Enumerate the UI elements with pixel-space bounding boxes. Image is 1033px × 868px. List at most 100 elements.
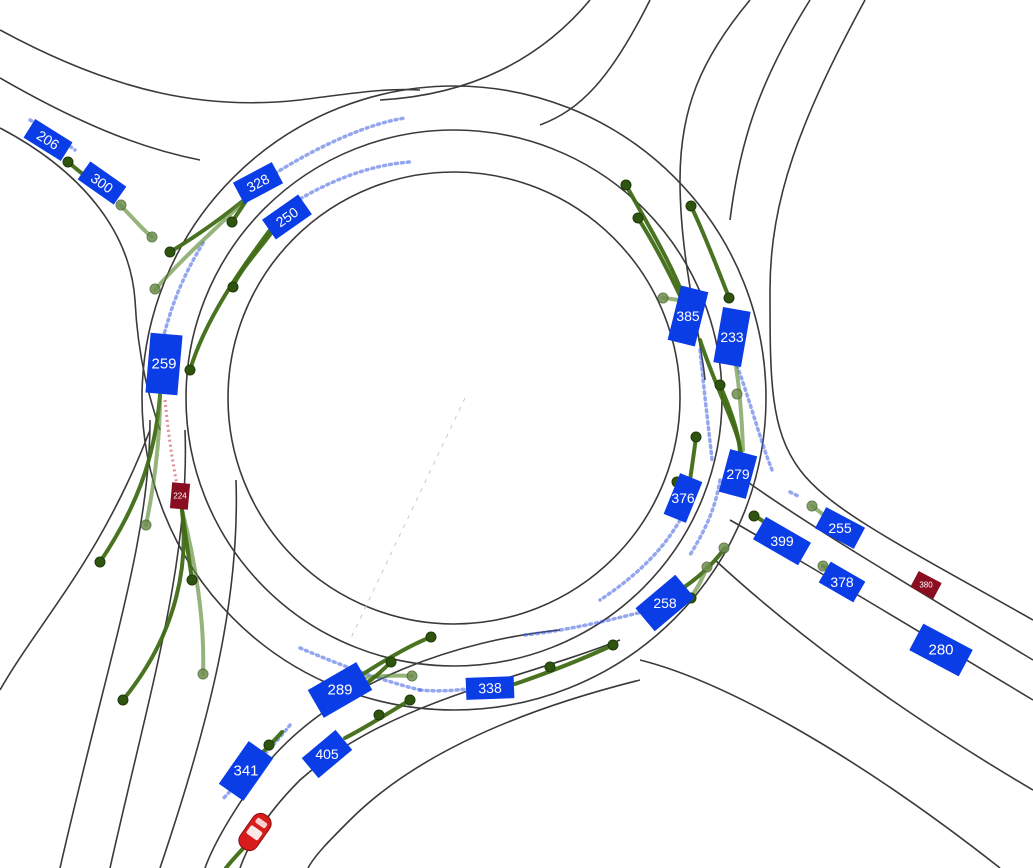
history-trail [733, 358, 774, 472]
trajectory-endpoint [731, 388, 743, 400]
guide-line [349, 397, 466, 641]
trajectory-endpoint [226, 216, 238, 228]
history-trail [158, 238, 207, 352]
trajectory-endpoint [94, 556, 106, 568]
trajectory-endpoint [140, 519, 152, 531]
history-trail [288, 160, 412, 207]
trajectory-endpoint [406, 670, 418, 682]
trajectory [153, 198, 247, 292]
vehicle-id-label: 405 [315, 746, 339, 762]
trajectory-endpoint [373, 709, 385, 721]
vehicle-255[interactable]: 255 [814, 507, 866, 550]
trajectory-endpoint [632, 212, 644, 224]
trajectory-endpoint [146, 231, 158, 243]
s-road-3 [307, 679, 641, 868]
ego-vehicle-icon[interactable] [235, 810, 274, 854]
vehicle-id-label: 378 [830, 574, 854, 590]
vehicle-id-label: 338 [478, 680, 502, 697]
nw-road-edge-3 [0, 127, 161, 431]
sw-road-4 [0, 429, 151, 691]
vehicle-id-label: 258 [653, 595, 677, 611]
trajectory-endpoint [718, 542, 730, 554]
trajectory-endpoint [186, 574, 198, 586]
vehicle-id-label: 289 [327, 682, 352, 699]
vehicle-405[interactable]: 405 [301, 729, 353, 779]
vehicle-399[interactable]: 399 [752, 516, 812, 566]
trajectory [689, 204, 732, 302]
vehicle-id-label: 380 [919, 581, 933, 590]
vehicle-328[interactable]: 328 [232, 162, 284, 204]
s-road-1 [204, 629, 561, 868]
vehicle-259[interactable]: 259 [145, 332, 183, 396]
trajectory-endpoint [184, 364, 196, 376]
trajectory-endpoint [117, 694, 129, 706]
inner-island-ring [227, 171, 681, 625]
vehicle-id-label: 259 [151, 356, 176, 373]
history-trail [698, 348, 714, 462]
trajectory-endpoint [748, 510, 760, 522]
trajectory-endpoint [806, 500, 818, 512]
history-trail [523, 608, 652, 637]
history-trail-red [163, 399, 180, 491]
vehicle-289[interactable]: 289 [307, 662, 373, 718]
vehicle-id-label: 376 [671, 490, 695, 506]
vehicles: 206 300 328 250 259 224 385 233 [23, 119, 973, 854]
nw-road-edge-1 [0, 29, 421, 104]
vehicle-300[interactable]: 300 [77, 161, 127, 205]
trajectory-endpoint [607, 639, 619, 651]
trajectory-endpoint [263, 739, 275, 751]
trajectory-endpoint [404, 694, 416, 706]
trajectory-endpoint [164, 246, 176, 258]
e-road-4 [639, 659, 1001, 868]
vehicle-206[interactable]: 206 [23, 119, 73, 161]
vehicle-338[interactable]: 338 [465, 676, 515, 700]
sw-road-1 [59, 419, 151, 868]
trajectory [624, 183, 687, 302]
e-road-3 [714, 559, 1033, 791]
trajectory-endpoint [714, 379, 726, 391]
trajectory-endpoint [690, 431, 702, 443]
history-trails [28, 116, 802, 802]
sw-road-3 [159, 479, 238, 868]
history-trail [688, 478, 722, 557]
trajectory [718, 383, 742, 457]
vehicle-378[interactable]: 378 [818, 561, 866, 603]
outer-lane-ring [141, 85, 767, 711]
vehicle-id-label: 280 [928, 642, 953, 659]
trajectory [358, 635, 433, 678]
trajectory [188, 228, 272, 372]
trajectory [733, 358, 745, 452]
history-trail [788, 490, 802, 499]
trajectory-endpoint [197, 668, 209, 680]
trajectory-endpoint [701, 561, 713, 573]
vehicle-280[interactable]: 280 [909, 623, 973, 677]
trajectory-endpoint [62, 156, 74, 168]
vehicle-258[interactable]: 258 [635, 574, 695, 632]
vehicle-380[interactable]: 380 [910, 570, 942, 600]
trajectory-endpoint [227, 281, 239, 293]
trajectory-endpoint [685, 200, 697, 212]
trajectory [636, 216, 684, 302]
s-road-2 [239, 639, 621, 868]
vehicle-233[interactable]: 233 [713, 306, 751, 368]
vehicle-279[interactable]: 279 [718, 449, 758, 499]
trajectory [144, 393, 162, 527]
e-road-1 [744, 479, 1033, 661]
trajectory [358, 673, 414, 680]
vehicle-341[interactable]: 341 [218, 741, 274, 801]
trajectory-endpoint [149, 283, 161, 295]
vehicle-385[interactable]: 385 [667, 285, 709, 347]
trajectory [118, 203, 154, 239]
trajectory-endpoint [544, 661, 556, 673]
trajectory-endpoint [620, 179, 632, 191]
vehicle-id-label: 341 [233, 763, 258, 780]
trajectory-endpoint [657, 292, 669, 304]
history-trail [598, 518, 682, 602]
vehicle-224[interactable]: 224 [169, 482, 191, 510]
vehicle-id-label: 399 [770, 533, 794, 549]
trajectory-endpoint [385, 656, 397, 668]
predicted-trajectories [66, 160, 840, 868]
vehicle-376[interactable]: 376 [662, 472, 704, 523]
n-road-2 [539, 0, 651, 126]
history-trail [248, 116, 407, 192]
